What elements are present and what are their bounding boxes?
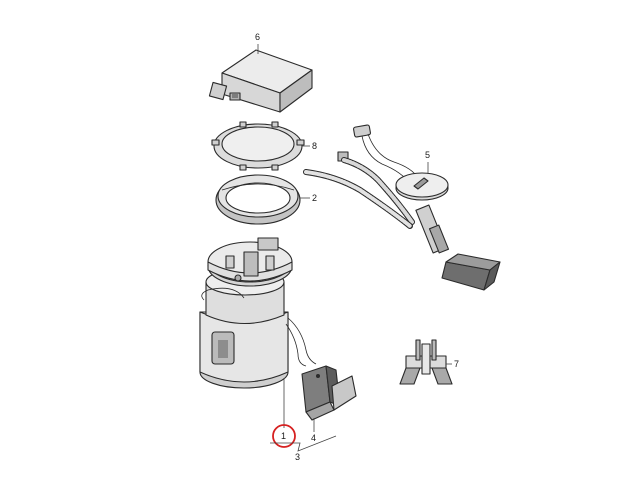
- callout-label-8: 8: [312, 141, 317, 151]
- callout-label-3: 3: [295, 452, 300, 462]
- part-1-fuel-pump-module: [199, 237, 317, 389]
- callout-5: 5: [425, 150, 430, 174]
- callout-1: 1: [272, 378, 296, 448]
- part-6-control-unit: [208, 49, 313, 113]
- callout-label-1: 1: [281, 431, 286, 441]
- callout-label-2: 2: [312, 193, 317, 203]
- part-7-holder-clip: [399, 339, 453, 385]
- callout-label-6: 6: [255, 32, 260, 42]
- callout-7: 7: [446, 359, 459, 369]
- callout-3: 3: [270, 435, 337, 462]
- highlight-circle: [272, 424, 296, 448]
- part-2-locking-ring: [215, 174, 301, 225]
- part-8-seal-gasket: [211, 121, 305, 171]
- callout-label-5: 5: [425, 150, 430, 160]
- callout-8: 8: [302, 141, 317, 151]
- callout-6: 6: [255, 32, 260, 54]
- callout-label-4: 4: [311, 433, 316, 443]
- callout-4: 4: [311, 418, 316, 443]
- part-5-level-sender: [303, 124, 501, 291]
- callout-2: 2: [300, 193, 317, 203]
- part-4-bracket: [301, 365, 357, 421]
- callout-label-7: 7: [454, 359, 459, 369]
